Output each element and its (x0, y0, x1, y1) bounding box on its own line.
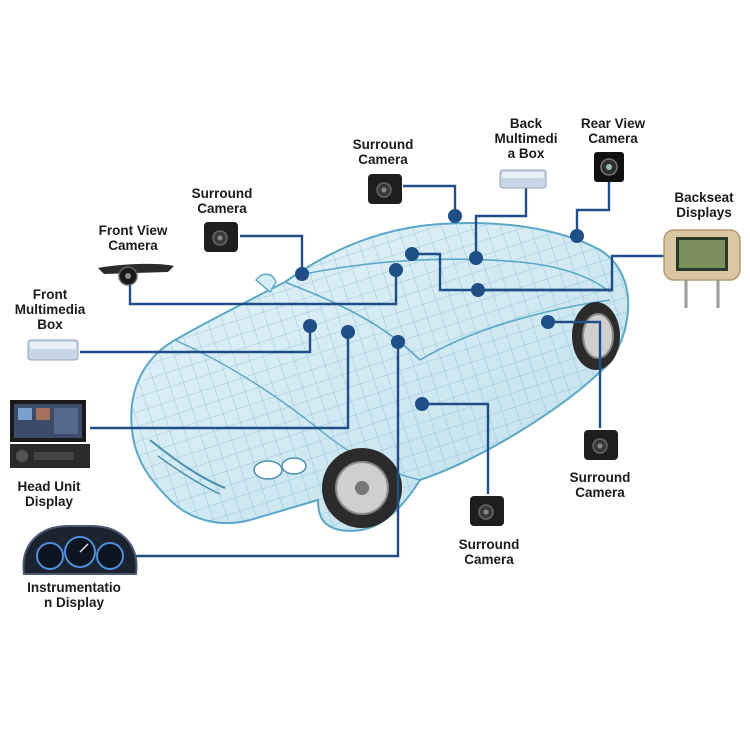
connection-node (570, 229, 584, 243)
connection-node (405, 247, 419, 261)
connection-node (415, 397, 429, 411)
connector-surround-camera-left (240, 234, 304, 274)
label-surround-camera-bottom: Surround Camera (458, 537, 520, 567)
connector-surround-camera-top (403, 184, 457, 216)
camera-icon (368, 174, 402, 204)
label-surround-camera-top: Surround Camera (352, 137, 414, 167)
connector-surround-camera-right (548, 320, 602, 428)
connector-surround-camera-bottom (422, 402, 490, 494)
connection-node (389, 263, 403, 277)
connection-node (448, 209, 462, 223)
camera-icon (470, 496, 504, 526)
multimedia-box-icon (499, 169, 547, 189)
camera-icon (204, 222, 238, 252)
connection-node (469, 251, 483, 265)
label-surround-camera-left: Surround Camera (191, 186, 253, 216)
connection-node (391, 335, 405, 349)
headrest-display-icon (663, 229, 741, 308)
label-rear-view-camera: Rear View Camera (580, 116, 646, 146)
connection-node (471, 283, 485, 297)
label-surround-camera-right: Surround Camera (569, 470, 631, 500)
connection-node (541, 315, 555, 329)
label-front-view-camera: Front View Camera (98, 223, 168, 253)
connector-back-multimedia-box (474, 188, 528, 258)
label-instrumentation-display: Instrumentatio n Display (27, 580, 121, 610)
label-head-unit-display: Head Unit Display (17, 479, 81, 509)
label-front-multimedia-box: Front Multimedia Box (14, 287, 86, 332)
label-back-multimedia-box: Back Multimedi a Box (494, 116, 558, 161)
connection-node (341, 325, 355, 339)
connector-front-view-camera (128, 270, 398, 306)
connector-instrumentation-display (120, 342, 400, 558)
connector-rear-view-camera (575, 182, 611, 236)
front-camera-icon (98, 263, 174, 286)
rear-camera-icon (594, 152, 624, 182)
instrument-cluster-icon (22, 525, 138, 575)
head-unit-icon (10, 400, 90, 468)
camera-icon (584, 430, 618, 460)
multimedia-box-icon (27, 339, 79, 361)
connector-head-unit-display (90, 332, 350, 430)
label-backseat-displays: Backseat Displays (674, 190, 734, 220)
connection-node (303, 319, 317, 333)
connector-front-multimedia-box (80, 326, 312, 354)
connection-node (295, 267, 309, 281)
